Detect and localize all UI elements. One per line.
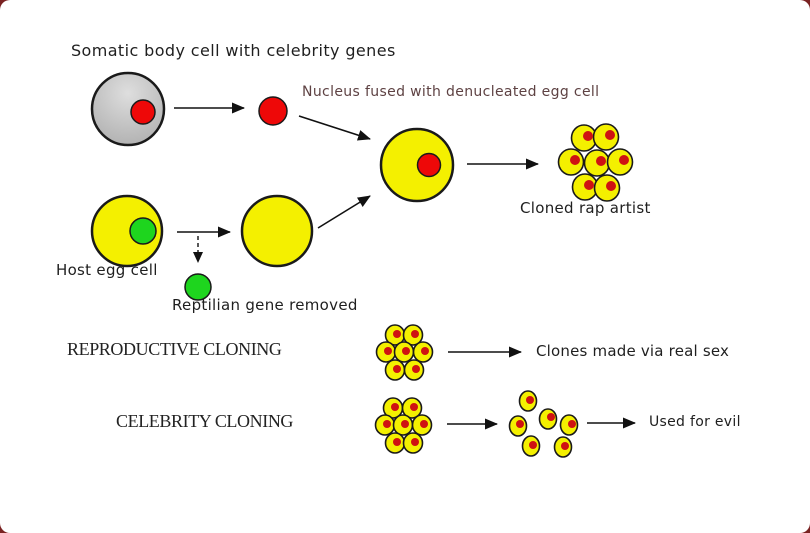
denucleated-egg-cell — [240, 194, 314, 268]
clone-cell-nucleus — [561, 442, 569, 450]
clone-cell-nucleus — [384, 347, 392, 355]
cloned-rap-artist-cluster — [557, 123, 634, 202]
host-egg-nucleus — [129, 217, 157, 245]
clone-cell-nucleus — [401, 420, 409, 428]
arrow-nucleus-to-fused-cell — [298, 115, 371, 141]
scattered-clones-group — [508, 390, 579, 458]
clone-cell-nucleus — [410, 403, 418, 411]
clone-cell-nucleus — [570, 155, 580, 165]
clone-cell-nucleus — [391, 403, 399, 411]
fused-cell-nucleus — [416, 152, 442, 178]
clone-cell-nucleus — [529, 441, 537, 449]
corner-mark-top-left — [0, 0, 10, 10]
somatic-cell-nucleus — [130, 99, 156, 125]
clone-cell-nucleus — [402, 347, 410, 355]
celebrity-cloning-cluster — [374, 397, 433, 454]
celebrity-cloning-heading: CELEBRITY CLONING — [116, 411, 294, 431]
clone-cell-nucleus — [606, 181, 616, 191]
clones-real-sex-label: Clones made via real sex — [536, 342, 730, 360]
clone-cell-nucleus — [526, 396, 534, 404]
clone-cell-nucleus — [383, 420, 391, 428]
clone-cell-nucleus — [568, 420, 576, 428]
removed-reptilian-gene — [184, 273, 212, 301]
clone-cell-nucleus — [619, 155, 629, 165]
clone-cell-nucleus — [605, 130, 615, 140]
corner-mark-bottom-right — [800, 523, 810, 533]
corner-mark-top-right — [800, 0, 810, 10]
clone-cell-nucleus — [411, 330, 419, 338]
clone-cell-nucleus — [411, 438, 419, 446]
extracted-nucleus — [258, 96, 288, 126]
clone-cell-nucleus — [547, 413, 555, 421]
reptilian-gene-label: Reptilian gene removed — [172, 296, 358, 314]
clone-cell-nucleus — [412, 365, 420, 373]
host-egg-cell-label: Host egg cell — [56, 261, 158, 279]
cloned-rap-artist-label: Cloned rap artist — [520, 199, 651, 217]
used-for-evil-label: Used for evil — [649, 414, 741, 430]
clone-cell-nucleus — [583, 131, 593, 141]
clone-cell-nucleus — [420, 420, 428, 428]
reproductive-cloning-cluster — [375, 324, 434, 381]
arrow-denucleated-to-fused-cell — [317, 195, 371, 229]
clone-cell-nucleus — [393, 438, 401, 446]
clone-cell-nucleus — [516, 420, 524, 428]
clone-cell-nucleus — [421, 347, 429, 355]
somatic-cell — [90, 71, 166, 147]
clone-cell-nucleus — [584, 180, 594, 190]
host-egg-cell — [90, 194, 164, 268]
nucleus-fused-label: Nucleus fused with denucleated egg cell — [302, 84, 600, 100]
clone-cell-nucleus — [393, 365, 401, 373]
corner-mark-bottom-left — [0, 523, 10, 533]
clone-cell-nucleus — [393, 330, 401, 338]
clone-cell-nucleus — [596, 156, 606, 166]
reproductive-cloning-heading: REPRODUCTIVE CLONING — [67, 339, 282, 359]
diagram-title: Somatic body cell with celebrity genes — [71, 41, 396, 60]
